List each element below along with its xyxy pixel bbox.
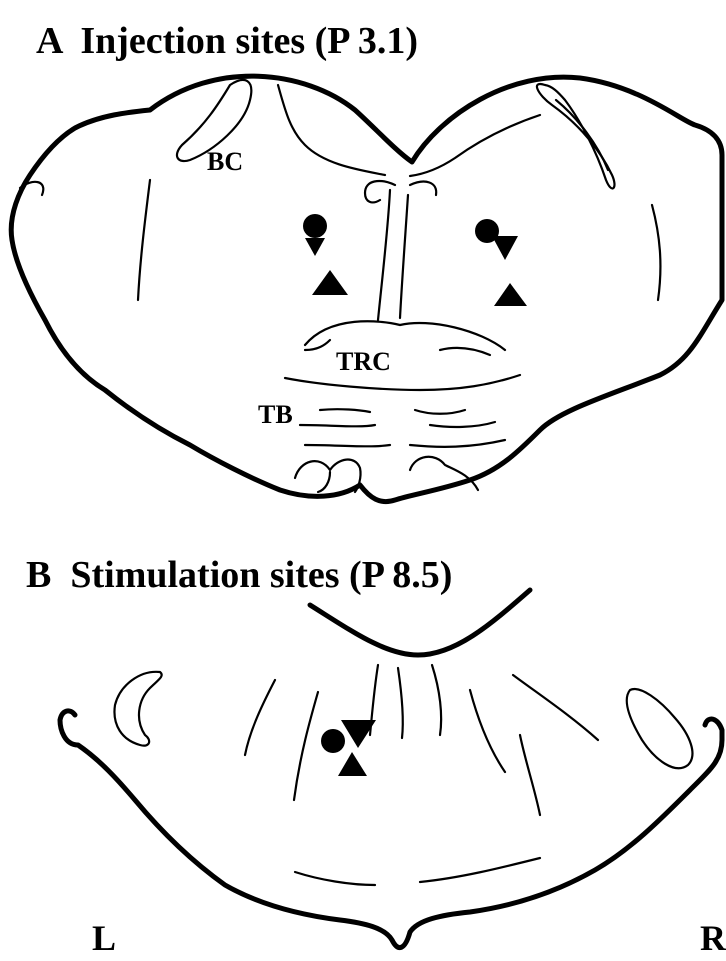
panel-a-midline-2 <box>400 195 408 318</box>
panel-b-section-outline <box>60 711 722 948</box>
panel-b: B Stimulation sites (P 8.5) L R <box>26 554 726 958</box>
panel-a-label-tb: TB <box>258 400 293 429</box>
inverted-triangle-marker <box>305 238 325 256</box>
panel-a-label-trc: TRC <box>336 347 391 376</box>
panel-a-trc-lower <box>285 375 520 390</box>
triangle-marker <box>312 270 348 295</box>
inverted-triangle-marker <box>492 236 518 260</box>
panel-a-floor-left <box>278 85 385 175</box>
panel-b-lobe-right <box>627 689 693 768</box>
panel-a-right-injection-markers <box>475 219 527 306</box>
panel-b-col-2 <box>398 668 403 738</box>
panel-a: A Injection sites (P 3.1) <box>11 20 722 502</box>
panel-a-midline-right-curl <box>410 182 436 195</box>
panel-b-fiber-4 <box>513 675 598 740</box>
panel-a-bc-right-inner <box>556 100 608 170</box>
panel-a-lateral-left <box>138 180 150 300</box>
panel-a-tb-line-5 <box>305 445 390 446</box>
panel-b-title: B Stimulation sites (P 8.5) <box>26 554 452 596</box>
triangle-marker <box>494 283 527 306</box>
panel-b-side-right: R <box>700 918 726 958</box>
panel-a-bc-right <box>537 84 615 188</box>
panel-b-lobe-left <box>114 672 161 746</box>
panel-b-lower-right <box>420 858 540 882</box>
panel-a-floor-right <box>410 115 540 176</box>
panel-b-lower-left <box>295 872 375 885</box>
panel-a-trc-right-tick <box>440 348 490 355</box>
panel-a-tb-line-4 <box>430 422 495 427</box>
circle-marker <box>303 214 327 238</box>
panel-a-tb-line-2 <box>415 410 465 414</box>
panel-b-fiber-5 <box>520 735 540 815</box>
circle-marker <box>321 729 345 753</box>
panel-a-label-bc: BC <box>207 147 243 176</box>
panel-a-pyramid-left <box>295 460 361 492</box>
panel-b-fiber-3 <box>470 690 505 772</box>
panel-a-lateral-right <box>652 205 660 300</box>
panel-b-stimulation-markers <box>321 720 376 776</box>
panel-b-side-left: L <box>92 918 116 958</box>
panel-a-section-outline <box>11 76 722 501</box>
panel-a-left-injection-markers <box>303 214 348 295</box>
panel-b-top-arc <box>310 590 530 655</box>
panel-a-pyramid-mid <box>318 472 330 492</box>
panel-a-trc-outline <box>305 321 505 350</box>
panel-b-fiber-1 <box>245 680 275 755</box>
panel-a-tb-line-3 <box>300 425 375 426</box>
panel-a-tb-line-1 <box>320 409 370 412</box>
panel-b-fiber-2 <box>294 692 318 800</box>
panel-a-midline-1 <box>378 190 390 320</box>
panel-b-col-3 <box>432 665 441 735</box>
panel-a-tb-line-6 <box>410 440 505 447</box>
triangle-marker <box>338 752 367 776</box>
panel-a-title: A Injection sites (P 3.1) <box>36 20 418 62</box>
